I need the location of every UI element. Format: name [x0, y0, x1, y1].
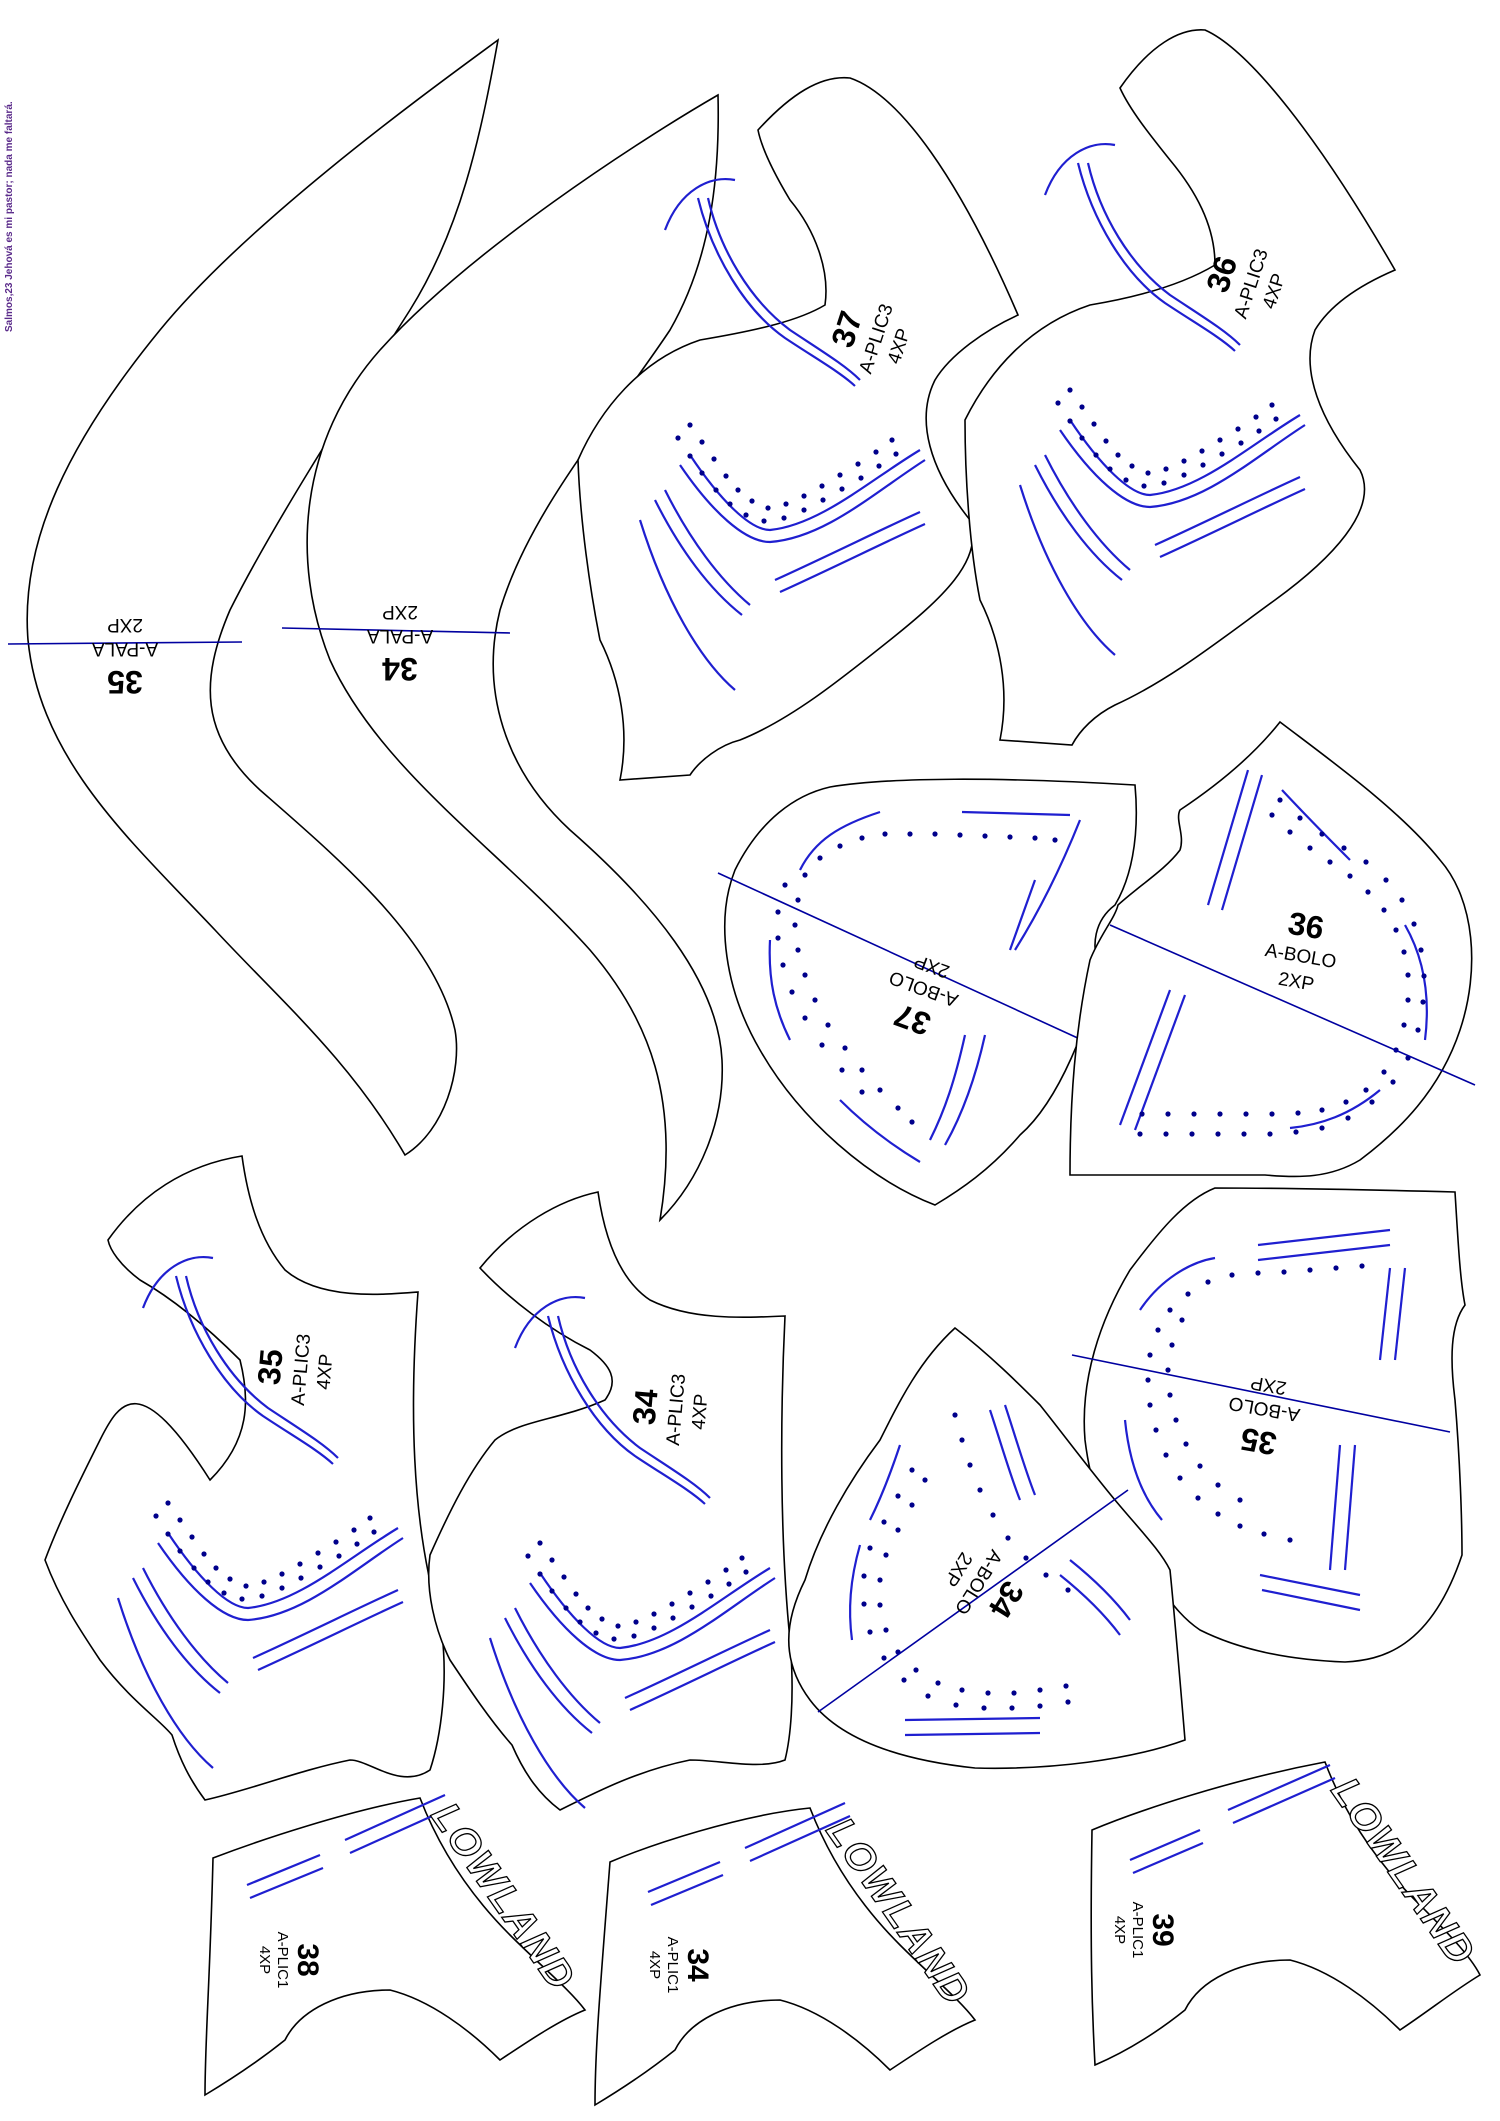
verse-text: Salmos,23 Jehová es mi pastor; nada me f… [4, 101, 15, 332]
stitching [647, 1801, 851, 1907]
piece-number: 35 [1238, 1421, 1279, 1463]
cut-line [281, 627, 511, 634]
cut-line [1071, 1354, 1451, 1433]
piece-qty: 2XP [382, 601, 418, 622]
cut-line [1109, 924, 1476, 1086]
perforations [1145, 1263, 1365, 1543]
stitching [246, 1793, 451, 1900]
piece-name: A-PALA [367, 625, 434, 646]
piece-plic3-35: 35 A-PLIC3 4XP [44, 1155, 445, 1801]
stitching [1123, 1228, 1407, 1612]
piece-pala-35: 35 A-PALA 2XP [7, 38, 500, 1157]
piece-qty: 4XP [1111, 1916, 1128, 1944]
piece-plic1-39: LOWLAND 39 A-PLIC1 4XP [1090, 1761, 1485, 2067]
piece-bolo-37: 37 A-BOLO 2XP [717, 778, 1138, 1206]
piece-name: A-PALA [92, 638, 159, 659]
piece-qty: 4XP [688, 1393, 712, 1431]
piece-number: 38 [291, 1943, 324, 1976]
piece-number: 34 [681, 1948, 714, 1982]
piece-number: 35 [107, 664, 143, 700]
piece-plic1-38: LOWLAND 38 A-PLIC1 4XP [204, 1793, 587, 2097]
piece-pala-34: 34 A-PALA 2XP [281, 93, 724, 1223]
stitching [1129, 1763, 1336, 1875]
piece-name: A-PLIC1 [1129, 1902, 1146, 1959]
piece-qty: 4XP [313, 1353, 337, 1391]
piece-number: 36 [1285, 905, 1326, 947]
cut-line [817, 1489, 1129, 1713]
piece-number: 39 [1146, 1913, 1179, 1946]
piece-plic3-36: 36 A-PLIC3 4XP [964, 29, 1397, 746]
stitching [768, 810, 1082, 1163]
piece-number: 34 [382, 651, 418, 687]
cut-line [7, 641, 243, 645]
piece-bolo-34: 34 A-BOLO 2XP [787, 1326, 1186, 1770]
piece-plic3-34: 34 A-PLIC3 4XP [427, 1191, 793, 1811]
cut-line [717, 872, 1083, 1041]
piece-number: 34 [626, 1387, 665, 1426]
piece-name: A-PLIC1 [274, 1932, 291, 1989]
piece-plic1-34: LOWLAND 34 A-PLIC1 4XP [594, 1801, 980, 2107]
piece-plic3-37: 37 A-PLIC3 4XP [577, 76, 1020, 781]
piece-qty: 2XP [107, 614, 143, 635]
perforations [861, 1412, 1071, 1711]
piece-number: 35 [251, 1348, 290, 1387]
piece-qty: 4XP [646, 1951, 663, 1979]
stitching [1118, 769, 1428, 1131]
piece-name: A-PLIC1 [664, 1937, 681, 1994]
perforations [1137, 797, 1427, 1137]
piece-bolo-35: 35 A-BOLO 2XP [1071, 1187, 1466, 1663]
perforations [775, 831, 1058, 1125]
piece-bolo-36: 36 A-BOLO 2XP [1069, 720, 1476, 1178]
piece-qty: 4XP [256, 1946, 273, 1974]
stitching [848, 1404, 1131, 1737]
